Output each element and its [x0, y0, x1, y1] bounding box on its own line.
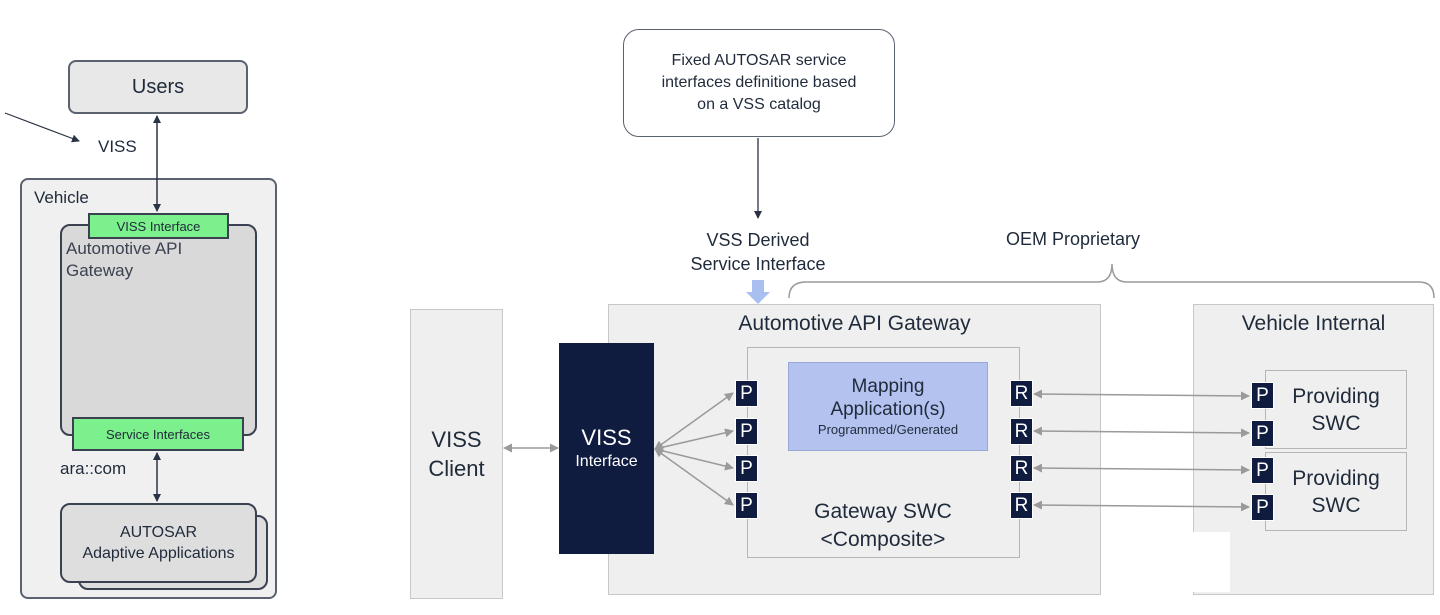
service-interfaces-tag-label: Service Interfaces: [105, 426, 211, 442]
providing-swc-1: Providing SWC: [1265, 370, 1407, 449]
gateway-p-port-1: P: [735, 380, 758, 407]
ara-com-label: ara::com: [60, 459, 127, 478]
gateway-r-port-2: R: [1010, 418, 1033, 445]
fan-arrow-p4: [654, 448, 734, 506]
gateway-p-port-3: P: [735, 455, 758, 482]
providing-p-port-1: P: [1251, 382, 1274, 409]
r-to-p-arrow-3: [1033, 463, 1250, 475]
autosar-apps-line1: AUTOSAR: [119, 524, 198, 541]
gateway-swc-label: Gateway SWC <Composite>: [780, 498, 986, 554]
left-gateway-label-line2: Gateway: [66, 261, 134, 280]
background-patch: [1190, 532, 1230, 592]
viss-interface-line2: Interface: [575, 452, 638, 470]
viss-pointer-arrow: [4, 112, 80, 143]
providing-p-port-4: P: [1251, 494, 1274, 521]
r-to-p-arrow-2: [1033, 426, 1250, 438]
users-label: Users: [131, 75, 185, 98]
left-gateway-label: Automotive API Gateway: [66, 238, 182, 282]
left-gateway-label-line1: Automotive API: [66, 239, 183, 258]
mapping-line2: Application(s): [830, 399, 946, 420]
vehicle-label: Vehicle: [34, 188, 89, 207]
providing-swc-2-line1: Providing: [1292, 466, 1380, 490]
viss-interface-block: VISS Interface: [559, 343, 654, 554]
gateway-p-port-2: P: [735, 418, 758, 445]
vss-catalog-note: Fixed AUTOSAR service interfaces definit…: [623, 29, 895, 137]
providing-swc-2: Providing SWC: [1265, 452, 1407, 531]
service-interfaces-tag: Service Interfaces: [72, 417, 244, 451]
api-gateway-title: Automotive API Gateway: [738, 312, 971, 335]
viss-interface-tag: VISS Interface: [88, 213, 229, 239]
viss-protocol-label: VISS: [98, 137, 137, 156]
gateway-r-port-3: R: [1010, 455, 1033, 482]
users-box: Users: [68, 60, 248, 114]
oem-proprietary-label: OEM Proprietary: [1006, 229, 1141, 249]
oem-bracket: [788, 263, 1435, 299]
fan-arrow-p3: [654, 446, 734, 471]
fan-arrow-p2: [654, 428, 734, 452]
providing-swc-2-line2: SWC: [1311, 493, 1361, 517]
note-line2: interfaces definitione based: [661, 74, 857, 91]
gateway-r-port-1: R: [1010, 380, 1033, 407]
gateway-swc-line1: Gateway SWC: [814, 500, 952, 523]
vehicle-internal-box: [1193, 304, 1434, 595]
vss-derived-label: VSS Derived Service Interface: [668, 228, 848, 276]
note-line3: on a VSS catalog: [697, 96, 821, 113]
derived-interface-arrow-icon: [746, 280, 770, 304]
vss-derived-line2: Service Interface: [690, 254, 826, 274]
providing-swc-1-line2: SWC: [1311, 411, 1361, 435]
r-to-p-arrow-4: [1033, 500, 1250, 512]
mapping-application-box: Mapping Application(s) Programmed/Genera…: [788, 362, 988, 451]
gateway-r-port-4: R: [1010, 492, 1033, 519]
providing-swc-1-line1: Providing: [1292, 384, 1380, 408]
vss-derived-line1: VSS Derived: [706, 230, 810, 250]
providing-p-port-3: P: [1251, 457, 1274, 484]
gateway-p-port-4: P: [735, 492, 758, 519]
vehicle-internal-title: Vehicle Internal: [1241, 312, 1386, 335]
note-line1: Fixed AUTOSAR service: [671, 52, 847, 69]
autosar-apps-box: AUTOSAR Adaptive Applications: [60, 503, 257, 583]
viss-interface-line1: VISS: [581, 424, 632, 450]
viss-client-box: VISS Client: [410, 309, 503, 599]
providing-p-port-2: P: [1251, 420, 1274, 447]
r-to-p-arrow-1: [1033, 389, 1250, 401]
viss-client-line1: VISS: [431, 427, 482, 452]
autosar-apps-line2: Adaptive Applications: [82, 545, 235, 562]
gateway-swc-line2: <Composite>: [820, 528, 946, 551]
viss-client-line2: Client: [428, 456, 485, 481]
viss-interface-tag-label: VISS Interface: [116, 218, 201, 234]
mapping-line3: Programmed/Generated: [817, 422, 959, 437]
mapping-line1: Mapping: [851, 376, 925, 397]
